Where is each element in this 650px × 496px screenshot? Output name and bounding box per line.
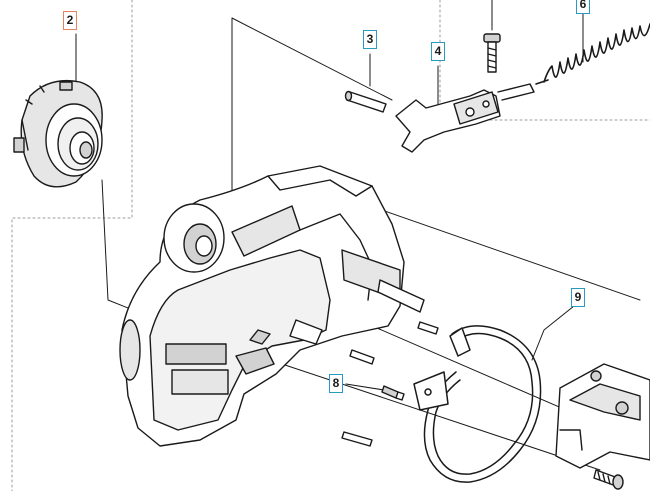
chain-brake-component [555, 363, 650, 469]
small-pin-part [381, 385, 405, 401]
callout-part-2: 2 [63, 11, 77, 30]
callout-part-6: 6 [576, 0, 590, 14]
callout-part-8: 8 [329, 374, 343, 393]
clutch-drum-part [13, 79, 103, 188]
bottom-screw-part [593, 469, 624, 490]
brake-band-part [413, 325, 542, 483]
spring-part [535, 23, 650, 85]
callout-part-9: 9 [571, 288, 585, 307]
brake-lever-part [395, 83, 535, 153]
pin-part [344, 90, 387, 113]
clutch-cover-housing [119, 165, 439, 447]
screw-part [483, 33, 501, 73]
callout-part-4: 4 [431, 42, 445, 61]
callout-part-3: 3 [363, 30, 377, 49]
